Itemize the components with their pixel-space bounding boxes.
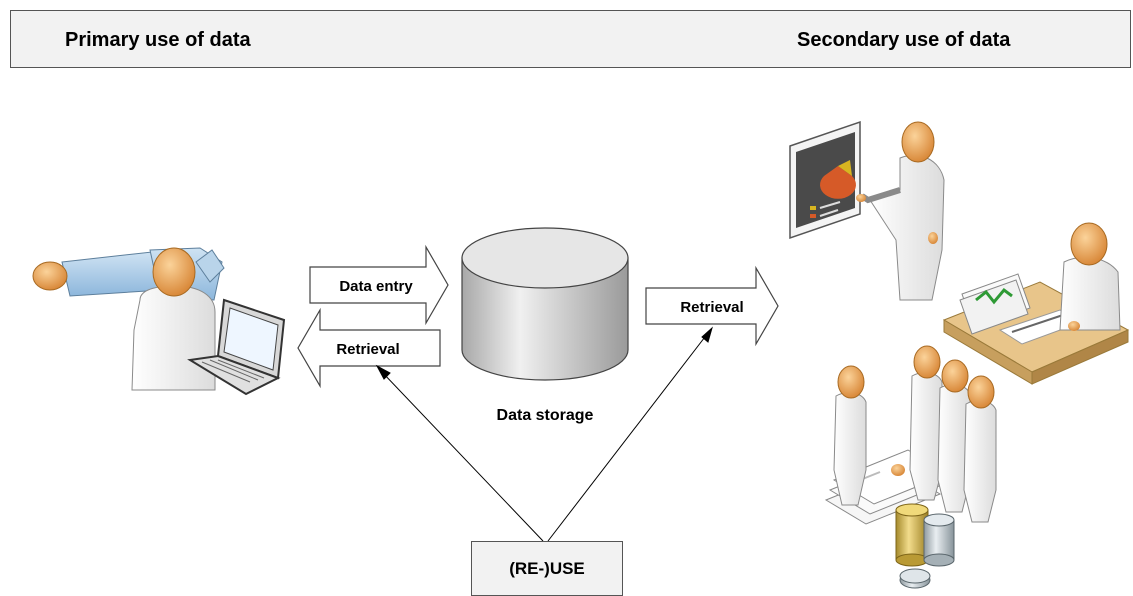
- database-icon: [461, 227, 629, 381]
- clinician-icon: [131, 247, 216, 391]
- patient-icon: [32, 247, 225, 301]
- secondary-use-title: Secondary use of data: [797, 29, 1011, 51]
- retrieval-left-arrow: Retrieval: [297, 307, 441, 389]
- group-icon: [833, 345, 997, 523]
- data-storage-label: Data storage: [497, 407, 594, 424]
- coins-icon: [895, 503, 955, 589]
- presenter-icon: [789, 120, 945, 301]
- reuse-box: (RE-)USE: [471, 541, 623, 596]
- retrieval-right-arrow: Retrieval: [645, 265, 779, 347]
- retrieval-left-label: Retrieval: [336, 341, 399, 358]
- laptop-icon: [187, 298, 286, 396]
- retrieval-right-label: Retrieval: [680, 299, 743, 316]
- primary-use-title: Primary use of data: [65, 29, 251, 51]
- data-entry-label: Data entry: [339, 278, 413, 295]
- reuse-connectors: [375, 326, 713, 542]
- desk-worker-icon: [942, 222, 1130, 385]
- reuse-label: (RE-)USE: [509, 558, 585, 578]
- data-entry-arrow: Data entry: [309, 244, 449, 326]
- header-bar: Primary use of data Secondary use of dat…: [10, 10, 1131, 68]
